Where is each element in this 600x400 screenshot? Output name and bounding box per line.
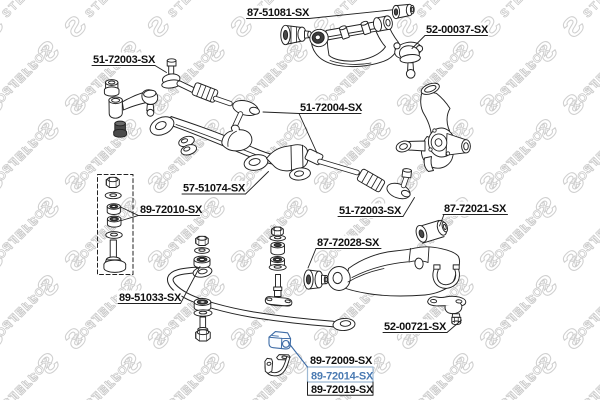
svg-text:STELLOX: STELLOX <box>0 0 55 20</box>
svg-text:STELLOX: STELLOX <box>249 355 304 400</box>
svg-text:STELLOX: STELLOX <box>581 121 600 176</box>
svg-text:STELLOX: STELLOX <box>166 0 221 20</box>
svg-text:STELLOX: STELLOX <box>0 277 55 332</box>
svg-text:S: S <box>0 322 9 356</box>
svg-text:STELLOX: STELLOX <box>581 0 600 20</box>
svg-text:STELLOX: STELLOX <box>83 355 138 400</box>
svg-text:STELLOX: STELLOX <box>0 43 55 98</box>
svg-text:STELLOX: STELLOX <box>498 277 553 332</box>
svg-text:89-72019-SX: 89-72019-SX <box>311 384 374 396</box>
svg-text:51-72003-SX: 51-72003-SX <box>339 205 402 217</box>
svg-text:STELLOX: STELLOX <box>83 121 138 176</box>
svg-text:52-00037-SX: 52-00037-SX <box>426 24 489 36</box>
svg-text:STELLOX: STELLOX <box>83 0 138 20</box>
svg-text:57-51074-SX: 57-51074-SX <box>183 183 246 195</box>
svg-text:STELLOX: STELLOX <box>581 355 600 400</box>
svg-text:STELLOX: STELLOX <box>415 0 470 20</box>
svg-text:87-72021-SX: 87-72021-SX <box>444 203 507 215</box>
svg-text:STELLOX: STELLOX <box>166 355 221 400</box>
svg-text:89-51033-SX: 89-51033-SX <box>119 292 182 304</box>
svg-text:51-72004-SX: 51-72004-SX <box>300 102 363 114</box>
svg-text:87-72028-SX: 87-72028-SX <box>317 237 380 249</box>
svg-text:STELLOX: STELLOX <box>581 43 600 98</box>
svg-text:52-00721-SX: 52-00721-SX <box>384 321 447 333</box>
svg-text:S: S <box>0 244 9 278</box>
svg-text:51-72003-SX: 51-72003-SX <box>93 54 156 66</box>
svg-text:S: S <box>0 10 9 44</box>
svg-text:87-51081-SX: 87-51081-SX <box>247 7 310 19</box>
svg-text:STELLOX: STELLOX <box>498 0 553 20</box>
svg-text:STELLOX: STELLOX <box>249 43 304 98</box>
svg-text:STELLOX: STELLOX <box>498 43 553 98</box>
svg-text:STELLOX: STELLOX <box>581 199 600 254</box>
svg-text:89-72009-SX: 89-72009-SX <box>310 355 373 367</box>
svg-text:89-72014-SX: 89-72014-SX <box>311 371 374 383</box>
svg-text:STELLOX: STELLOX <box>415 355 470 400</box>
svg-text:S: S <box>0 88 9 122</box>
svg-text:STELLOX: STELLOX <box>0 199 55 254</box>
svg-text:S: S <box>0 166 9 200</box>
svg-text:STELLOX: STELLOX <box>0 121 55 176</box>
svg-text:STELLOX: STELLOX <box>498 121 553 176</box>
svg-text:STELLOX: STELLOX <box>0 355 55 400</box>
svg-text:STELLOX: STELLOX <box>581 277 600 332</box>
svg-text:STELLOX: STELLOX <box>498 355 553 400</box>
svg-text:89-72010-SX: 89-72010-SX <box>140 204 203 216</box>
